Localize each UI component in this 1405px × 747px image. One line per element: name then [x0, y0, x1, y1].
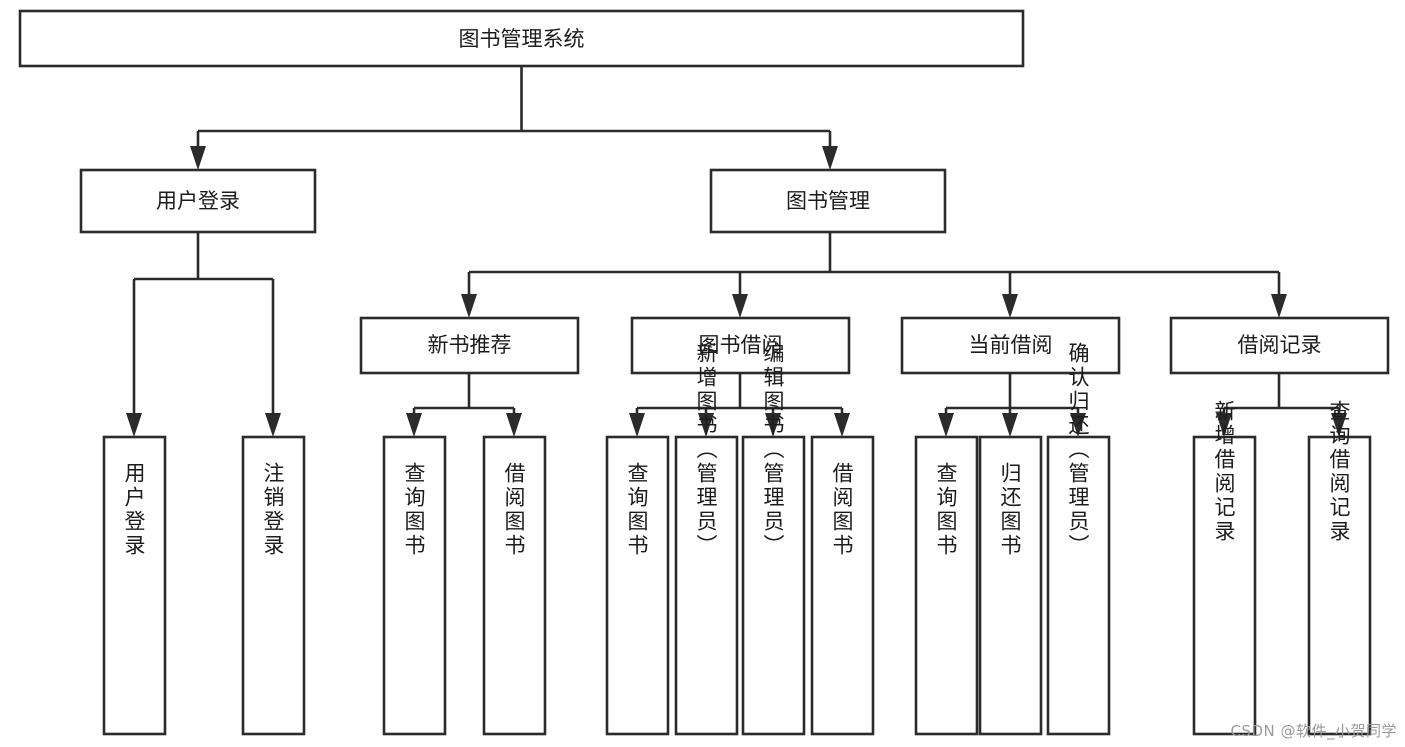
node-leaf-borrow-book-2[interactable]: 借阅图书 [810, 435, 875, 736]
node-leaf-return-book[interactable]: 归还图书 [978, 435, 1043, 736]
node-leaf-logout-login-label: 注销登录 [261, 462, 285, 558]
connector-group-borrowrecord-to-leaves [1216, 373, 1347, 437]
node-leaf-query-book-2[interactable]: 查询图书 [605, 435, 670, 736]
node-leaf-confirm-return-admin[interactable]: 确认归还（管理员） [1046, 342, 1111, 736]
node-leaf-query-borrow-record[interactable]: 查询借阅记录 [1307, 400, 1372, 736]
node-leaf-add-borrow-record[interactable]: 新增借阅记录 [1192, 400, 1257, 736]
node-leaf-query-book-1[interactable]: 查询图书 [382, 435, 447, 736]
node-leaf-add-book-admin-label: 新增图书（管理员） [694, 342, 718, 558]
node-leaf-add-book-admin[interactable]: 新增图书（管理员） [674, 342, 739, 736]
node-root-label: 图书管理系统 [459, 27, 585, 51]
node-leaf-user-login-label: 用户登录 [122, 462, 146, 558]
connector-group-bookborrow-to-leaves [629, 373, 850, 437]
node-leaf-edit-book-admin-label: 编辑图书（管理员） [761, 342, 785, 558]
csdn-watermark: CSDN @软件_小贺同学 [1230, 722, 1397, 740]
node-leaf-query-book-1-label: 查询图书 [402, 462, 426, 558]
node-leaf-user-login[interactable]: 用户登录 [102, 435, 167, 736]
node-leaf-add-borrow-record-label: 新增借阅记录 [1212, 400, 1236, 544]
node-book-borrow[interactable]: 图书借阅 [630, 316, 851, 375]
connector-group-userlogin-to-leaves [126, 232, 281, 437]
node-leaf-query-book-2-label: 查询图书 [625, 462, 649, 558]
node-leaf-query-book-3[interactable]: 查询图书 [914, 435, 979, 736]
node-current-borrow[interactable]: 当前借阅 [900, 316, 1121, 375]
node-leaf-edit-book-admin[interactable]: 编辑图书（管理员） [741, 342, 806, 736]
node-book-management-label: 图书管理 [786, 189, 870, 213]
node-new-book-recommend-label: 新书推荐 [428, 333, 512, 357]
node-new-book-recommend[interactable]: 新书推荐 [359, 316, 580, 375]
connector-group-bookmanagement-to-level3 [461, 232, 1287, 318]
node-user-login[interactable]: 用户登录 [79, 168, 317, 234]
node-leaf-borrow-book-1-label: 借阅图书 [502, 462, 526, 558]
node-current-borrow-label: 当前借阅 [969, 333, 1053, 357]
node-leaf-logout-login[interactable]: 注销登录 [241, 435, 306, 736]
connector-group-currentborrow-to-leaves [938, 373, 1086, 437]
node-root[interactable]: 图书管理系统 [18, 9, 1025, 68]
connector-group-root-to-level2 [190, 66, 838, 170]
connector-group-newbook-to-leaves [406, 373, 522, 437]
node-leaf-return-book-label: 归还图书 [998, 462, 1022, 558]
node-leaf-borrow-book-1[interactable]: 借阅图书 [482, 435, 547, 736]
node-borrow-record[interactable]: 借阅记录 [1169, 316, 1390, 375]
node-leaf-query-book-3-label: 查询图书 [934, 462, 958, 558]
node-leaf-query-borrow-record-label: 查询借阅记录 [1327, 400, 1351, 544]
node-leaf-confirm-return-admin-label: 确认归还（管理员） [1066, 342, 1090, 558]
node-leaf-borrow-book-2-label: 借阅图书 [830, 462, 854, 558]
node-borrow-record-label: 借阅记录 [1238, 333, 1322, 357]
node-book-management[interactable]: 图书管理 [709, 168, 947, 234]
node-book-borrow-label: 图书借阅 [699, 333, 783, 357]
node-user-login-label: 用户登录 [156, 189, 240, 213]
